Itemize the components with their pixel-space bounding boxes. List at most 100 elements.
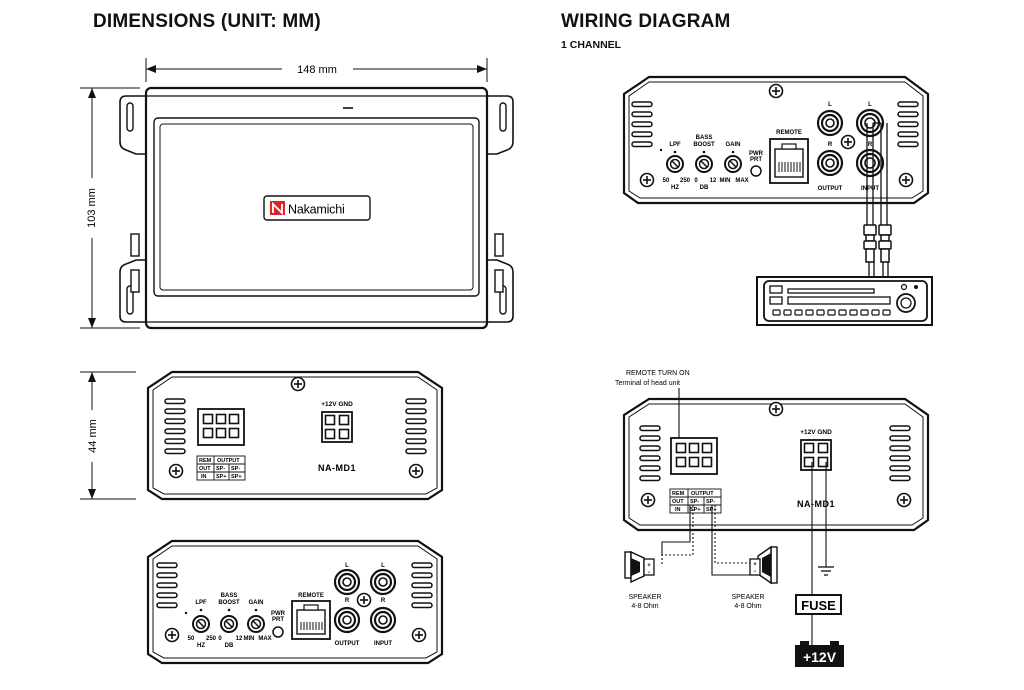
prt-label: PRT: [272, 617, 284, 623]
remote-jack: [291, 600, 331, 640]
wd-bass-label-2: BOOST: [693, 142, 715, 148]
svg-text:+: +: [753, 562, 757, 568]
dimensions-title: DIMENSIONS (UNIT: MM): [93, 11, 321, 32]
terminal-sp-pos-2: SP+: [231, 474, 242, 480]
model-label: NA-MD1: [318, 463, 356, 473]
terminal-sp-pos-1: SP+: [216, 474, 227, 480]
rear-input-r: R: [381, 598, 386, 604]
rear-output-label: OUTPUT: [335, 641, 360, 647]
terminal-output: OUTPUT: [217, 458, 240, 464]
wd-terminal-sp-pos-2: SP+: [706, 507, 717, 513]
right-speaker-ohm: 4-8 Ohm: [734, 603, 761, 610]
rear-input-l: L: [381, 563, 385, 569]
wd-bass-min: 0: [694, 178, 698, 184]
bass-min: 0: [218, 636, 222, 642]
height-dimension-line: 44 mm: [80, 371, 136, 500]
width-dimension-line: 148 mm: [145, 58, 488, 82]
gain-max: MAX: [258, 636, 271, 642]
lpf-min: 50: [188, 636, 195, 642]
battery-icon: +12V: [795, 641, 844, 667]
terminal-sp-neg-2: SP-: [231, 466, 240, 472]
wd-output-label: OUTPUT: [818, 186, 843, 192]
battery-label: +12V: [803, 649, 837, 665]
wd-terminal-output: OUTPUT: [691, 491, 714, 497]
remote-turn-on-label: REMOTE TURN ON: [626, 370, 690, 377]
wd-bass-max: 12: [710, 178, 717, 184]
remote-label: REMOTE: [298, 593, 324, 599]
wd-output-r: R: [828, 142, 833, 148]
wiring-diagram-title: WIRING DIAGRAM: [561, 11, 731, 32]
wd-lpf-min: 50: [663, 178, 670, 184]
rca-cables: [866, 123, 889, 277]
wd-protect-led: [750, 165, 762, 177]
rca-plugs: [863, 224, 892, 263]
bass-max: 12: [236, 636, 243, 642]
wd-bass-unit: DB: [700, 185, 709, 191]
right-speaker-label: SPEAKER: [731, 594, 764, 601]
wiring-power-speakers: REMOTE TURN ON Terminal of head unit: [615, 370, 930, 667]
nakamichi-logo: Nakamichi: [263, 195, 371, 221]
width-label: 148 mm: [297, 64, 337, 76]
rear-view: LPF 50 250 HZ BASS BOOST 0 12 DB GAIN MI…: [146, 539, 444, 665]
wd-lpf-label: LPF: [669, 142, 681, 148]
wd-terminal-sp-neg-1: SP-: [690, 499, 699, 505]
svg-text:-: -: [648, 570, 650, 576]
left-speaker-label: SPEAKER: [628, 594, 661, 601]
lpf-label: LPF: [195, 600, 207, 606]
channel-subtitle: 1 CHANNEL: [561, 39, 622, 51]
wd-lpf-max: 250: [680, 178, 691, 184]
brand-name: Nakamichi: [288, 203, 345, 217]
terminal-sp-neg-1: SP-: [216, 466, 225, 472]
terminal-head-unit-label: Terminal of head unit: [615, 380, 680, 387]
bass-label-1: BASS: [221, 593, 238, 599]
power-terminal-label: +12V GND: [321, 401, 353, 408]
wd-remote-label: REMOTE: [776, 130, 802, 136]
wiring-rca-amplifier: LPF 50 250 HZ BASS BOOST 0 12 DB GAIN MI…: [622, 75, 933, 326]
bass-unit: DB: [225, 643, 234, 649]
svg-text:+: +: [647, 563, 651, 569]
wd-gain-max: MAX: [735, 178, 748, 184]
rear-output-r: R: [345, 598, 350, 604]
wd-terminal-sp-neg-2: SP-: [706, 499, 715, 505]
height-label: 44 mm: [87, 419, 99, 453]
ground-icon: [818, 566, 834, 576]
wd-speaker-terminal: REM OUTPUT OUT SP- SP- IN SP+ SP+: [669, 437, 722, 514]
lpf-unit: HZ: [197, 643, 205, 649]
top-view: 148 mm 103 mm: [80, 58, 514, 330]
svg-text:-: -: [754, 569, 756, 575]
protect-led: [272, 626, 284, 638]
terminal-in: IN: [201, 474, 207, 480]
wd-input-r: R: [868, 142, 873, 148]
wd-gain-label: GAIN: [726, 142, 741, 148]
wd-prt-label: PRT: [750, 157, 762, 163]
wd-pwr-label: PWR: [749, 151, 764, 157]
speaker-wires: [661, 505, 752, 576]
speaker-terminal-block: REM OUTPUT OUT SP- SP- IN SP+ SP+: [196, 408, 246, 481]
pwr-label: PWR: [271, 611, 286, 617]
lpf-max: 250: [206, 636, 217, 642]
wd-power-terminal: +12V GND NA-MD1: [797, 429, 835, 509]
wd-power-terminal-label: +12V GND: [800, 429, 832, 436]
front-view: 44 mm REM OUTPUT: [80, 370, 444, 501]
wd-terminal-sp-pos-1: SP+: [690, 507, 701, 513]
fuse-icon: FUSE: [795, 594, 842, 615]
fuse-label: FUSE: [801, 598, 836, 613]
left-speaker-ohm: 4-8 Ohm: [631, 603, 658, 610]
terminal-out: OUT: [199, 466, 211, 472]
depth-label: 103 mm: [86, 188, 98, 228]
left-speaker-icon: + -: [624, 550, 655, 584]
wd-lpf-unit: HZ: [671, 185, 679, 191]
wd-terminal-rem: REM: [672, 491, 685, 497]
wd-bass-label-1: BASS: [696, 135, 713, 141]
head-unit: [756, 276, 933, 326]
gain-label: GAIN: [249, 600, 264, 606]
bass-label-2: BOOST: [218, 600, 240, 606]
wd-input-l: L: [868, 102, 872, 108]
rear-output-l: L: [345, 563, 349, 569]
rear-input-label: INPUT: [374, 641, 392, 647]
wd-input-label: INPUT: [861, 186, 879, 192]
depth-dimension-line: 103 mm: [80, 87, 140, 329]
power-ground-wires: [811, 462, 827, 650]
right-speaker-icon: + -: [749, 545, 778, 585]
